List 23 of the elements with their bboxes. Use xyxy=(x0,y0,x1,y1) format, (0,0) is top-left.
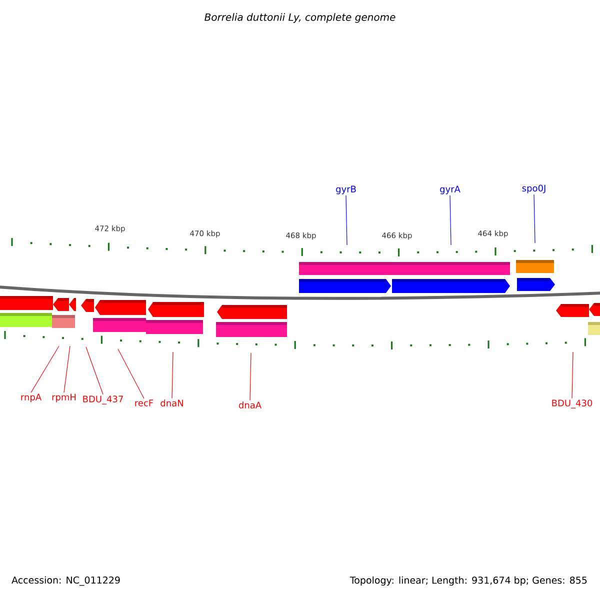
leader-line xyxy=(30,346,60,393)
leader-line xyxy=(118,348,144,399)
gene-label: spo0J xyxy=(522,184,546,194)
gene-label: recF xyxy=(135,400,154,406)
gene-label: gyrA xyxy=(440,186,460,194)
gene-label: rnpA xyxy=(21,394,42,402)
title: Borrelia duttonii Ly, complete genome xyxy=(204,13,396,23)
leader-line xyxy=(172,352,174,399)
leader-line xyxy=(450,195,452,246)
gene-label: dnaA xyxy=(238,402,262,408)
leader-line xyxy=(64,346,70,393)
leader-line xyxy=(346,195,348,246)
gene-label: gyrB xyxy=(336,186,356,194)
leader-line xyxy=(534,194,536,244)
leader-line xyxy=(572,352,574,399)
gene-label: dnaN xyxy=(160,400,183,406)
leader-line xyxy=(250,352,252,401)
leader-line xyxy=(86,346,104,395)
gene-label: BDU_437 xyxy=(83,396,123,404)
accession-text: Accession: NC_011229 xyxy=(12,576,120,586)
gene-label: rpmH xyxy=(52,394,76,402)
genome-info-text: Topology: linear; Length: 931,674 bp; Genes: 855 xyxy=(350,576,587,586)
gene-label: BDU_430 xyxy=(552,400,592,408)
